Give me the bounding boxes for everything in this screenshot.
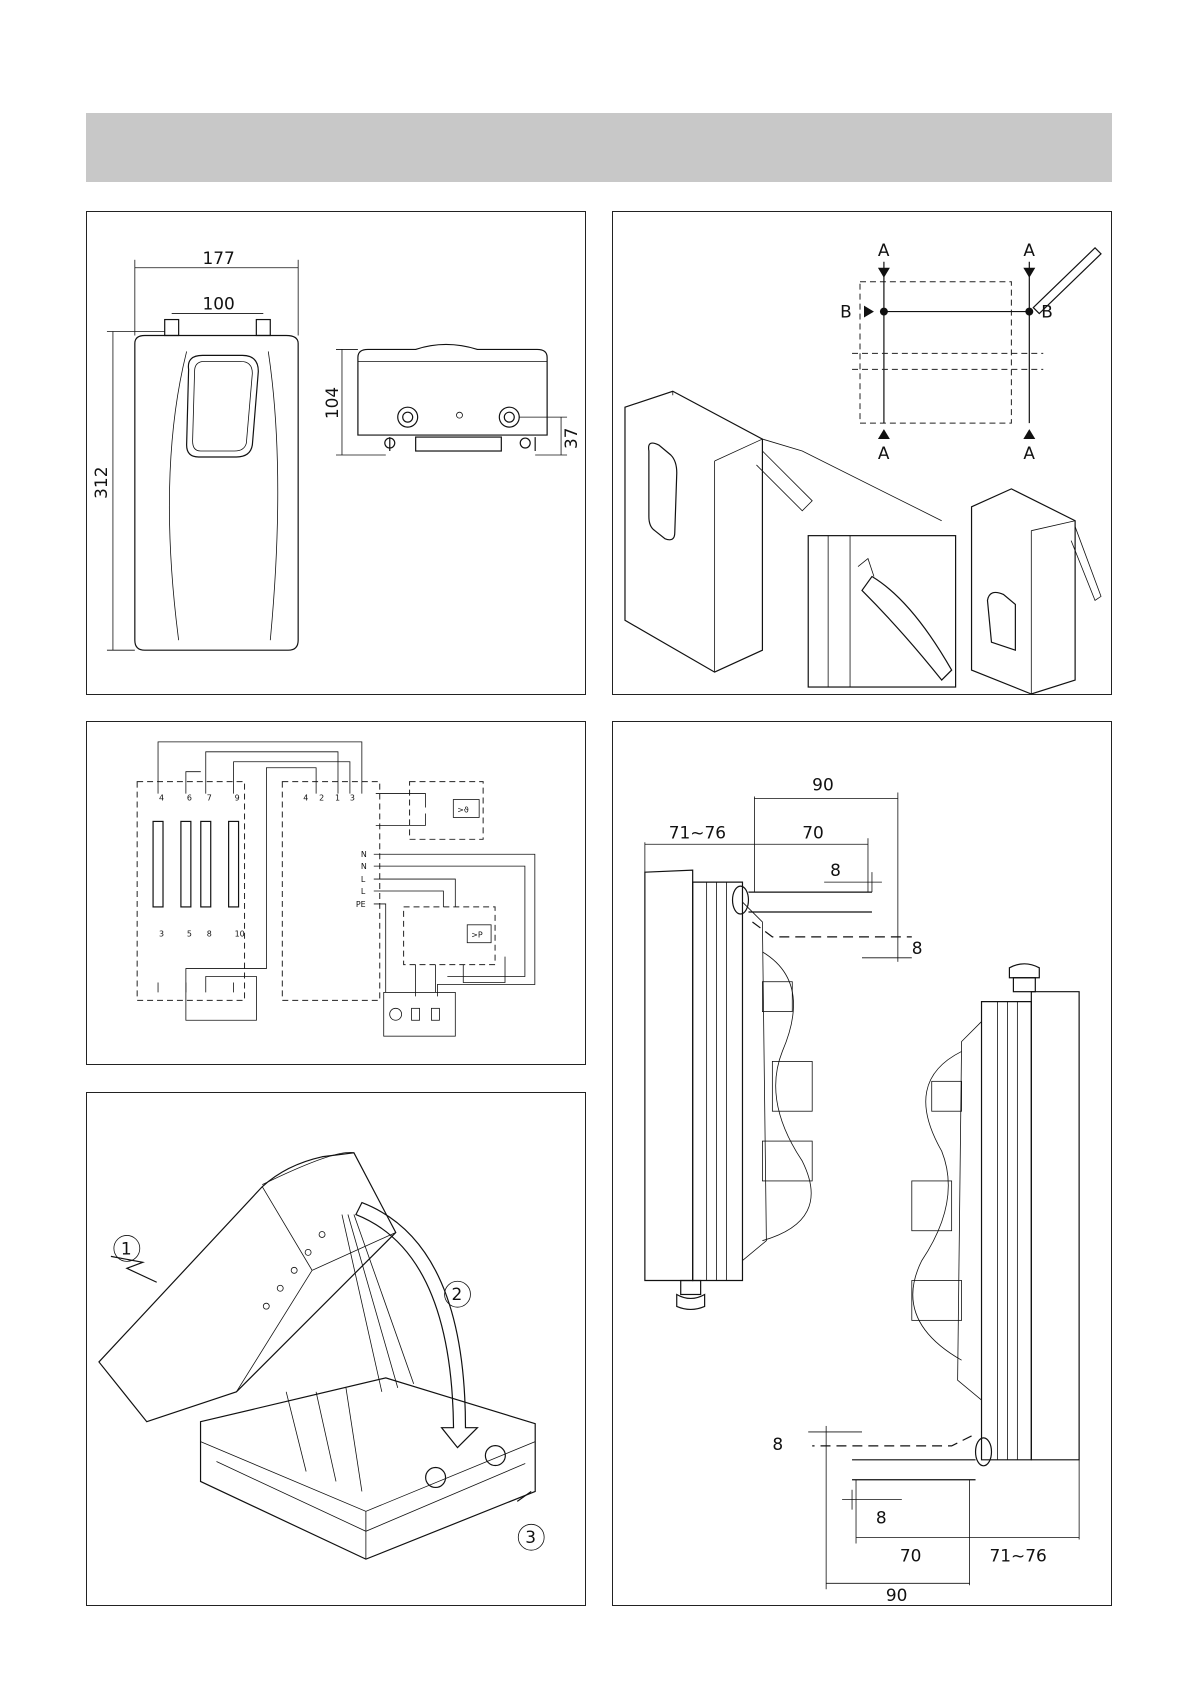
terminals-board: 4 2 1 3 <box>303 794 355 803</box>
panel-mounting: A A A A B B <box>612 211 1112 695</box>
supply-label: L <box>361 887 366 896</box>
dim-width: 177 <box>203 248 235 268</box>
supply-label: L <box>361 875 366 884</box>
terminal-label: 4 <box>303 794 308 803</box>
pressure-switch-label: >P <box>471 931 483 940</box>
top-dim-71-76: 71~76 <box>669 822 726 842</box>
terminals-heater-bottom: 3 5 8 10 <box>159 930 245 939</box>
panel-cover-removal: 1 2 3 <box>86 1092 586 1606</box>
cover-removal-drawing: 1 2 3 <box>87 1093 585 1605</box>
marker-b-left: B <box>840 302 852 322</box>
bottom-dim-70: 70 <box>900 1545 922 1565</box>
marker-b-right: B <box>1041 302 1053 322</box>
terminal-label: 9 <box>235 794 240 803</box>
dim-connection-spacing: 100 <box>203 294 235 314</box>
marker-a-bottom-right: A <box>1023 443 1035 463</box>
bottom-dim-8a: 8 <box>772 1434 783 1454</box>
marker-a-bottom-left: A <box>878 443 890 463</box>
bottom-dim-71-76: 71~76 <box>989 1545 1046 1565</box>
terminal-label: 10 <box>235 930 245 939</box>
panel-dimensions: 177 100 312 104 37 <box>86 211 586 695</box>
terminal-label: 3 <box>159 930 164 939</box>
top-dim-8b: 8 <box>912 938 923 958</box>
supply-label: N <box>361 862 367 871</box>
bottom-dim-8b: 8 <box>876 1508 887 1528</box>
terminals-heater-top: 4 6 7 9 <box>159 794 240 803</box>
dimension-drawing: 177 100 312 104 37 <box>87 212 585 694</box>
top-dim-8a: 8 <box>830 860 841 880</box>
mounting-drawing: A A A A B B <box>613 212 1111 694</box>
header-bar <box>86 113 1112 182</box>
screw-icon <box>517 1491 531 1501</box>
terminal-label: 2 <box>319 794 324 803</box>
panel-cable-lengths: 90 71~76 70 8 8 8 8 70 71~76 90 <box>612 721 1112 1606</box>
step-3-label: 3 <box>525 1527 536 1547</box>
supply-labels: N N L L PE <box>356 850 367 909</box>
wiring-diagram: 4 6 7 9 3 5 8 10 4 2 1 3 N N L L PE >ϑ >… <box>87 722 585 1064</box>
top-dim-70: 70 <box>802 822 824 842</box>
step-1-label: 1 <box>121 1238 132 1258</box>
terminal-label: 3 <box>350 794 355 803</box>
terminal-label: 4 <box>159 794 164 803</box>
terminal-label: 5 <box>187 930 192 939</box>
step-2-label: 2 <box>452 1284 463 1304</box>
dim-height: 312 <box>91 467 111 499</box>
terminal-label: 8 <box>207 930 212 939</box>
terminal-label: 6 <box>187 794 192 803</box>
bottom-dim-90: 90 <box>886 1585 908 1605</box>
terminal-label: 1 <box>335 794 340 803</box>
cable-length-drawing: 90 71~76 70 8 8 8 8 70 71~76 90 <box>613 722 1111 1605</box>
temperature-switch-label: >ϑ <box>457 805 469 814</box>
top-dim-90: 90 <box>812 774 834 794</box>
dim-connection-height: 37 <box>561 428 581 450</box>
dim-depth: 104 <box>322 387 342 419</box>
marker-a-top-left: A <box>878 240 890 260</box>
supply-label: PE <box>356 900 366 909</box>
marker-a-top-right: A <box>1023 240 1035 260</box>
panel-wiring: 4 6 7 9 3 5 8 10 4 2 1 3 N N L L PE >ϑ >… <box>86 721 586 1065</box>
terminal-label: 7 <box>207 794 212 803</box>
earth-icon <box>390 1008 402 1020</box>
supply-label: N <box>361 850 367 859</box>
